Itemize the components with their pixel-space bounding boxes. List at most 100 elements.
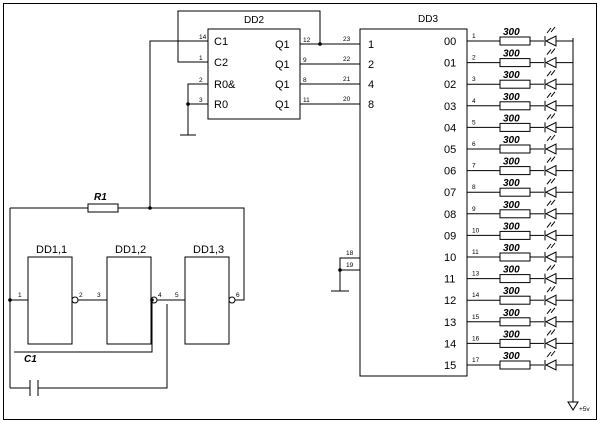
- dd2-body: [207, 28, 301, 120]
- dd3-body: [359, 28, 468, 377]
- dd3-name: DD3: [418, 14, 438, 25]
- dd3-pin-number: 21: [343, 76, 351, 83]
- resistor: [499, 230, 531, 240]
- dd3-pin-number: 15: [472, 314, 480, 321]
- dd3-pin-number: 14: [472, 292, 480, 299]
- dd2-pin-label: C2: [214, 57, 228, 69]
- light-arrow-icon: [546, 350, 556, 358]
- light-arrow-icon: [546, 26, 556, 34]
- ic-dd2: DD2: [207, 15, 301, 120]
- dd3-pin-number: 16: [472, 335, 480, 342]
- resistor: [499, 360, 531, 370]
- dd2-pin-label: C1: [214, 36, 228, 48]
- led-icon: [544, 35, 557, 47]
- dd3-output-label: 00: [444, 36, 456, 48]
- resistor-value: 300: [503, 351, 520, 362]
- resistor: [499, 79, 531, 89]
- dd3-pin-number: 20: [343, 96, 351, 103]
- dd2-pin-number: 1: [199, 55, 203, 62]
- dd3-output-label: 04: [444, 122, 456, 134]
- light-arrow-icon: [546, 134, 556, 142]
- dd3-input-label: 1: [368, 39, 374, 51]
- dd2-pin-label: Q1: [275, 99, 290, 111]
- dd3-pin-number: 4: [472, 98, 476, 105]
- led-icon: [544, 56, 557, 69]
- junction-dot: [148, 206, 152, 210]
- dd2-pin-label: Q1: [275, 59, 290, 71]
- resistor: [499, 209, 531, 219]
- dd3-pin-number: 6: [472, 141, 476, 148]
- light-arrow-icon: [546, 177, 556, 185]
- dd2-pin-number: 3: [199, 97, 203, 104]
- dd3-output-label: 12: [444, 295, 456, 307]
- dd3-output-label: 10: [444, 252, 456, 264]
- resistor-value: 300: [503, 49, 520, 60]
- light-arrow-icon: [546, 264, 556, 271]
- inverter-gate: [27, 256, 73, 345]
- dd3-pin-number: 13: [472, 271, 480, 278]
- light-arrow-icon: [546, 91, 556, 99]
- inverter-gate: [106, 256, 152, 345]
- led-icon: [544, 121, 557, 134]
- resistor-value: 300: [503, 200, 520, 211]
- dd2-pin-number: 9: [303, 57, 307, 64]
- resistor-value: 300: [503, 178, 520, 189]
- light-arrow-icon: [546, 221, 556, 228]
- resistor-value: 300: [503, 221, 520, 232]
- light-arrow-icon: [546, 242, 556, 250]
- resistor-value: 300: [503, 135, 520, 146]
- led-icon: [544, 164, 557, 177]
- dd3-pin-number: 19: [346, 262, 354, 269]
- resistor: [499, 252, 531, 262]
- dd2-pin-number: 12: [303, 37, 311, 44]
- resistor: [499, 295, 531, 305]
- dd2-pin-label: Q1: [275, 39, 290, 51]
- dd2-pin-label: Q1: [275, 79, 290, 91]
- dd3-output-label: 08: [444, 209, 456, 221]
- resistor: [499, 122, 531, 132]
- dd3-output-label: 14: [444, 338, 456, 350]
- led-icon: [544, 186, 557, 199]
- dd3-pin-number: 8: [472, 184, 476, 191]
- dd2-pin-label: R0&: [214, 79, 236, 91]
- dd3-output-label: 09: [444, 230, 456, 242]
- dd3-pin-number: 18: [346, 250, 354, 257]
- dd3-output-label: 11: [444, 274, 455, 286]
- inverter-bubble-icon: [228, 296, 236, 304]
- led-icon: [544, 207, 557, 220]
- gate-pin-number: 6: [236, 292, 240, 299]
- resistor: [499, 36, 531, 46]
- led-icon: [544, 315, 557, 328]
- dd3-output-label: 01: [444, 58, 456, 70]
- r1-label: R1: [94, 192, 107, 203]
- gate-pin-number: 4: [158, 292, 162, 299]
- c1-label: C1: [24, 354, 37, 365]
- dd3-pin-number: 17: [472, 357, 480, 364]
- light-arrow-icon: [546, 113, 556, 120]
- dd2-pin-number: 2: [199, 77, 203, 84]
- dd2-pin-label: R0: [214, 99, 228, 111]
- junction-dot: [186, 102, 190, 106]
- dd3-pin-number: 23: [343, 36, 351, 43]
- junction-dot: [150, 298, 154, 302]
- inverter-gate: [184, 256, 230, 345]
- light-arrow-icon: [546, 156, 556, 163]
- dd3-pin-number: 7: [472, 163, 476, 170]
- light-arrow-icon: [546, 329, 556, 336]
- light-arrow-icon: [546, 199, 556, 207]
- dd3-output-label: 13: [444, 317, 456, 329]
- dd2-pin-number: 8: [303, 77, 307, 84]
- inverter-bubble-icon: [71, 296, 79, 304]
- led-icon: [544, 143, 557, 155]
- resistor: [499, 317, 531, 327]
- light-arrow-icon: [546, 307, 556, 315]
- gate-pin-number: 1: [18, 292, 22, 299]
- dd3-pin-number: 22: [343, 56, 351, 63]
- dd3-pin-number: 2: [472, 55, 476, 62]
- led-icon: [544, 272, 557, 285]
- supply-label: +5v: [579, 406, 590, 413]
- resistor-value: 300: [503, 70, 520, 81]
- dd3-output-label: 02: [444, 79, 456, 91]
